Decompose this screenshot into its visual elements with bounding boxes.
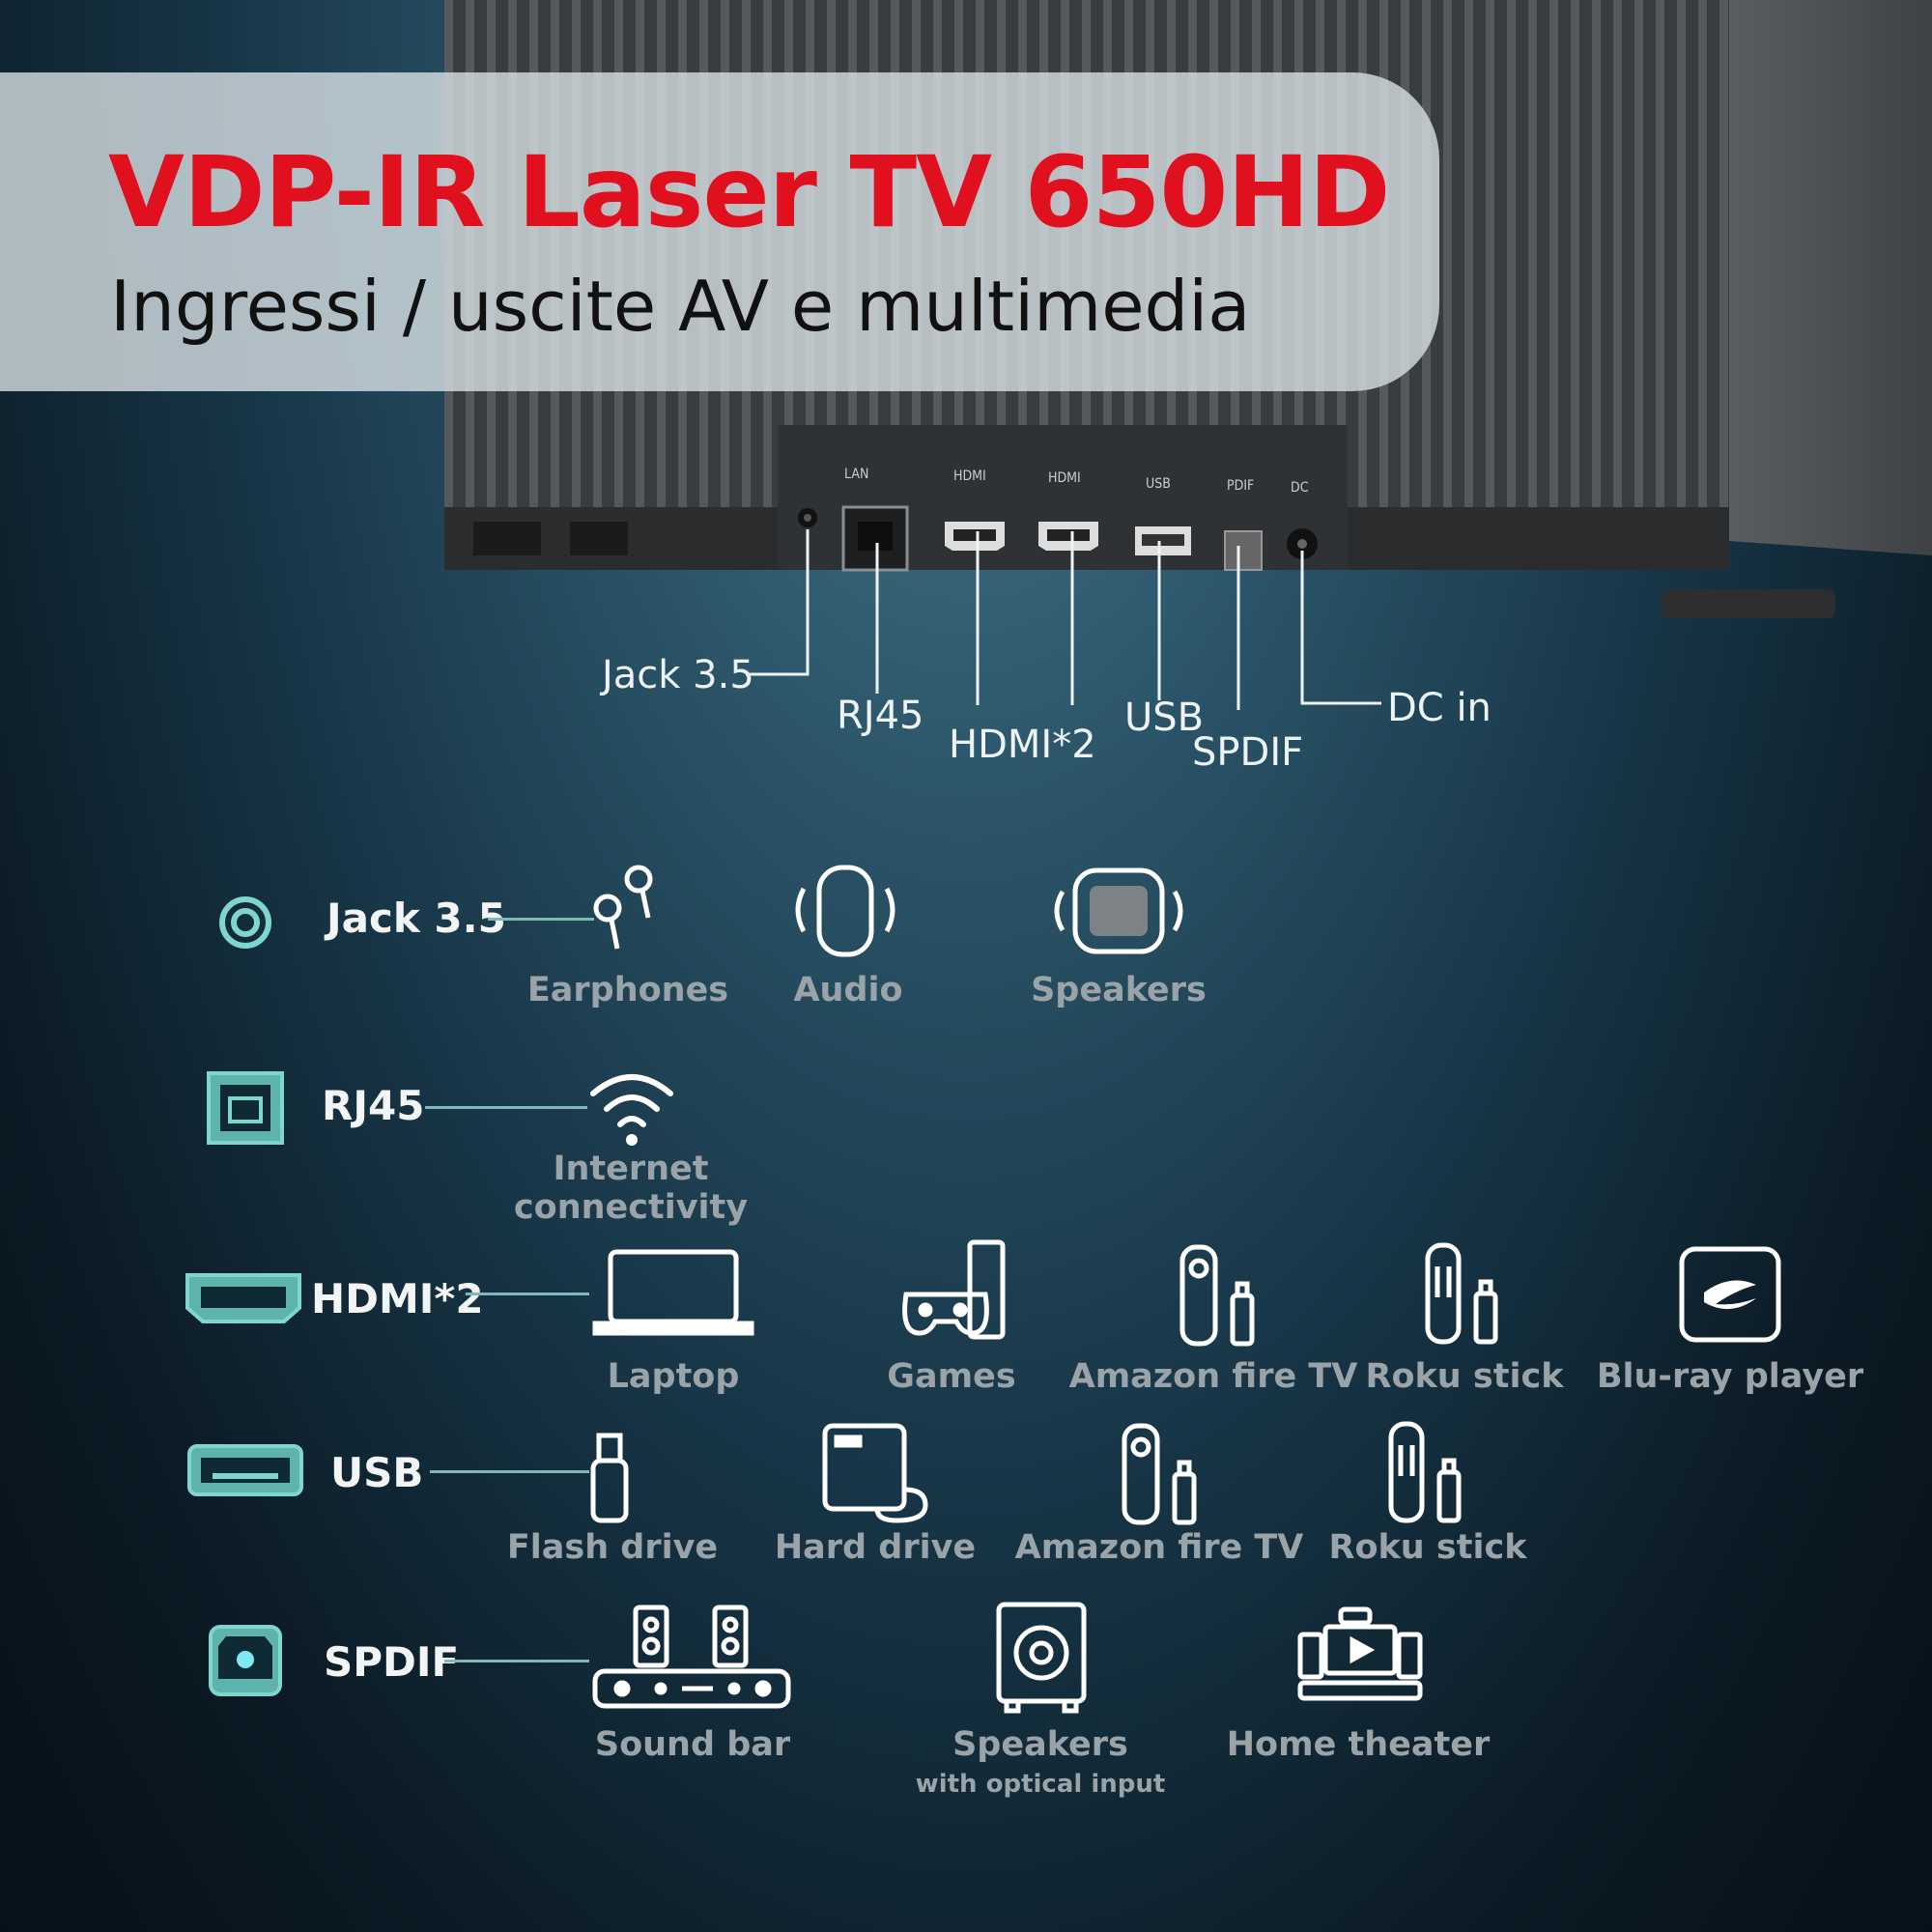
port-label-hdmi-1: HDMI [953, 469, 986, 484]
device-amazon-fire-tv: Amazon fire TV [1068, 1357, 1358, 1396]
roku-stick-usb-icon [1388, 1421, 1462, 1523]
spdif-port-icon [209, 1625, 282, 1696]
device-roku-stick: Roku stick [1365, 1357, 1564, 1396]
speakers-icon [1054, 867, 1183, 954]
blu-ray-icon [1679, 1246, 1781, 1343]
port-label-pdif: PDIF [1227, 478, 1255, 494]
smart-speaker-icon [795, 865, 895, 957]
device-internet-line1: Internet [553, 1150, 709, 1188]
device-hard-drive: Hard drive [774, 1528, 977, 1567]
page-title: VDP-IR Laser TV 650HD [108, 135, 1390, 250]
callout-dc: DC in [1387, 686, 1492, 730]
device-speakers: Speakers [1031, 971, 1207, 1009]
sound-bar-icon [592, 1605, 791, 1709]
amazon-fire-tv-icon [1179, 1244, 1255, 1347]
jack-port-icon [219, 896, 271, 949]
port-label-lan: LAN [844, 467, 869, 482]
callout-spdif: SPDIF [1192, 730, 1304, 775]
home-theater-icon [1297, 1606, 1423, 1701]
flash-drive-icon [590, 1433, 629, 1523]
row-label-hdmi: HDMI*2 [311, 1275, 484, 1322]
subwoofer-speaker-icon [996, 1602, 1087, 1714]
device-blu-ray-player: Blu-ray player [1596, 1357, 1864, 1396]
wifi-icon [590, 1074, 673, 1146]
port-label-usb: USB [1146, 476, 1171, 492]
laptop-icon [592, 1249, 754, 1336]
device-flash-drive: Flash drive [506, 1528, 719, 1567]
amazon-fire-tv-usb-icon [1122, 1423, 1197, 1525]
device-amazon-fire-tv-usb: Amazon fire TV [1014, 1528, 1304, 1567]
usb-port-icon [187, 1444, 303, 1496]
rj45-connector-line [425, 1106, 587, 1109]
row-label-rj45: RJ45 [322, 1082, 425, 1129]
row-label-usb: USB [330, 1449, 424, 1496]
row-label-spdif: SPDIF [324, 1638, 460, 1686]
earphones-icon [593, 865, 653, 950]
device-roku-stick-usb: Roku stick [1328, 1528, 1527, 1567]
device-audio: Audio [793, 971, 903, 1009]
hdmi-connector-line [466, 1293, 589, 1295]
device-earphones: Earphones [526, 971, 729, 1009]
spdif-connector-line [444, 1660, 589, 1662]
hard-drive-icon [822, 1423, 928, 1523]
device-laptop: Laptop [607, 1357, 740, 1396]
callout-jack: Jack 3.5 [602, 653, 754, 697]
rj45-port-icon [207, 1071, 284, 1145]
usb-connector-line [430, 1470, 589, 1473]
callout-rj45: RJ45 [837, 694, 924, 738]
callout-usb: USB [1124, 696, 1205, 740]
device-internet-line2: connectivity [513, 1188, 749, 1227]
page-subtitle: Ingressi / uscite AV e multimedia [110, 266, 1251, 347]
device-games: Games [887, 1357, 1016, 1396]
callout-hdmi: HDMI*2 [949, 723, 1096, 767]
roku-stick-icon [1425, 1242, 1498, 1345]
jack-connector-line [488, 918, 594, 921]
hdmi-port-icon [185, 1273, 301, 1323]
device-sound-bar: Sound bar [594, 1725, 791, 1764]
header-banner [0, 72, 1439, 391]
game-console-icon [902, 1239, 1006, 1340]
row-label-jack: Jack 3.5 [327, 895, 506, 942]
port-label-hdmi-2: HDMI [1048, 470, 1081, 486]
device-speakers-optical: Speakers [952, 1725, 1128, 1764]
port-label-dc: DC [1291, 480, 1309, 496]
device-speakers-optical-sub: with optical input [915, 1770, 1166, 1799]
device-home-theater: Home theater [1226, 1725, 1491, 1764]
